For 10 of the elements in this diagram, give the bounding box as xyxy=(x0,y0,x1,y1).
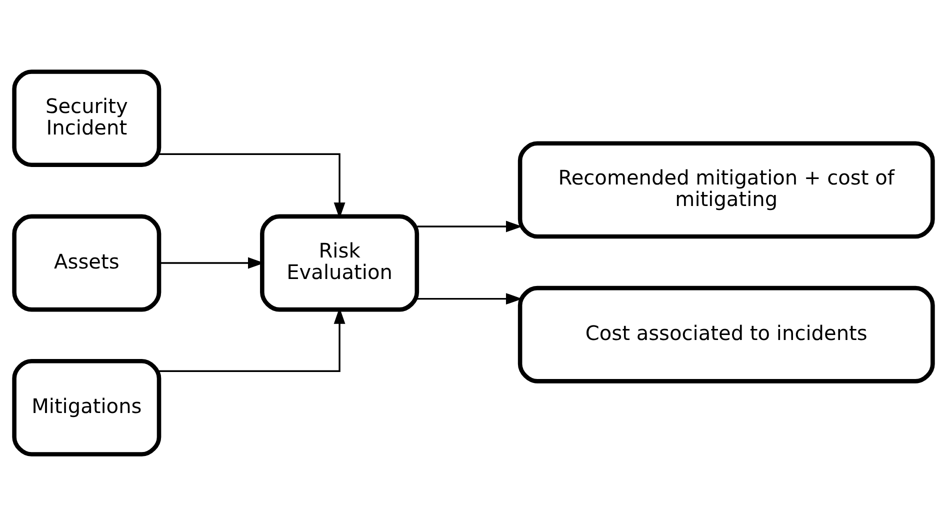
node-box: Security Incident xyxy=(12,70,162,168)
node-box: Mitigations xyxy=(12,359,162,456)
node-box: Recomended mitigation + cost of mitigating xyxy=(518,141,935,239)
arrow xyxy=(159,153,346,219)
node-box: Cost associated to incidents xyxy=(518,286,935,384)
node-box: Assets xyxy=(12,214,162,312)
arrow xyxy=(159,257,264,269)
arrow xyxy=(417,293,522,305)
node-box: Risk Evaluation xyxy=(260,214,420,312)
arrow xyxy=(417,220,522,232)
